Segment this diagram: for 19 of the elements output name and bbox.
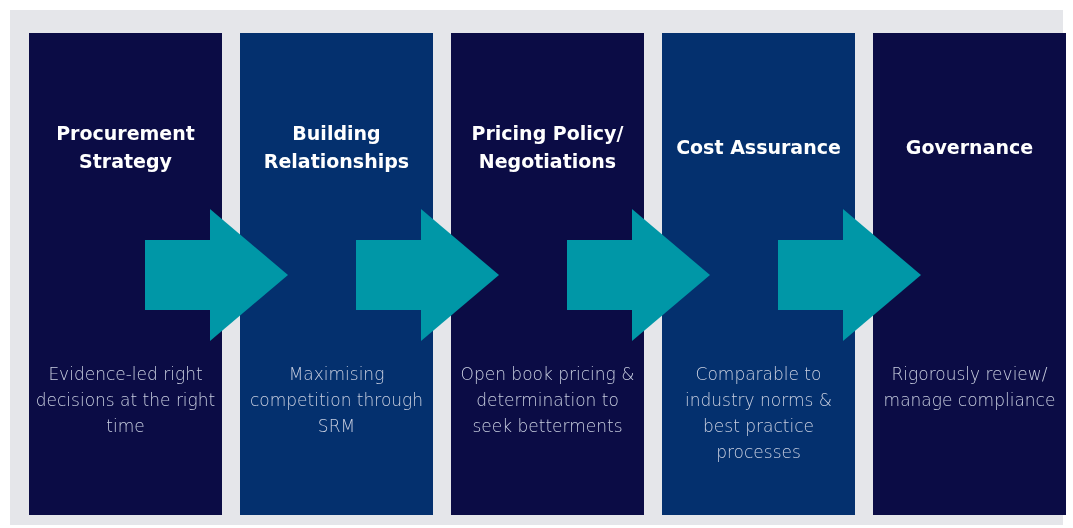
stage-title: Cost Assurance xyxy=(676,135,841,160)
stage-description: Rigorously review/ manage compliance xyxy=(883,364,1056,410)
stage-column xyxy=(29,33,222,515)
stage-title: Building Relationships xyxy=(262,121,411,174)
stage-description: Evidence-led right decisions at the right time xyxy=(35,364,216,436)
block-arrow xyxy=(778,209,921,341)
block-arrow xyxy=(145,209,288,341)
stage-title: Procurement Strategy xyxy=(55,121,196,174)
stage-column xyxy=(873,33,1066,515)
block-arrow xyxy=(356,209,499,341)
stage-column xyxy=(451,33,644,515)
stage-description: Comparable to industry norms & best practice processes xyxy=(685,364,832,462)
stage-column xyxy=(240,33,433,515)
block-arrow xyxy=(567,209,710,341)
stage-title: Pricing Policy/ Negotiations xyxy=(470,121,625,174)
stage-description: Open book pricing & determination to seek betterments xyxy=(460,364,635,436)
stage-description: Maximising competition through SRM xyxy=(249,364,424,436)
stage-column xyxy=(662,33,855,515)
stage-title: Governance xyxy=(905,135,1034,160)
